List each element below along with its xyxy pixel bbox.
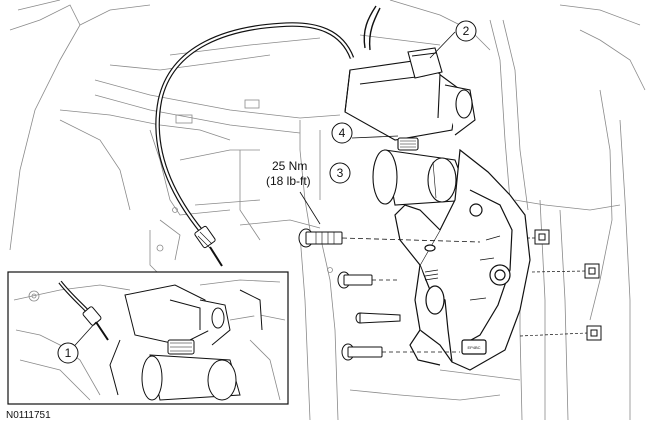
torque-metric: 25 Nm xyxy=(272,159,307,173)
torque-spec-label: 25 Nm (18 lb-ft) xyxy=(266,159,311,188)
bolt-upper xyxy=(298,228,481,248)
torque-imperial: (18 lb-ft) xyxy=(266,174,311,188)
caliper-bracket xyxy=(394,148,531,371)
inset-detail-view xyxy=(7,271,289,405)
bolt-bottom xyxy=(341,343,460,361)
callout-4: 4 xyxy=(331,122,353,144)
bracket-part-marking: EP4BC xyxy=(467,345,480,350)
cable-end-fitting xyxy=(194,225,223,267)
actuator-motor-assembly xyxy=(344,47,476,206)
callout-1: 1 xyxy=(57,342,79,364)
u-nut-clips xyxy=(519,229,602,341)
mounting-bolts xyxy=(298,228,481,361)
callout-number: 4 xyxy=(339,126,346,140)
actuator-cable xyxy=(155,5,381,234)
callout-2: 2 xyxy=(455,20,477,42)
u-nut-bottom xyxy=(519,325,602,341)
figure-id-code: N0111751 xyxy=(6,410,51,421)
bolt-middle-left xyxy=(337,271,400,289)
callout-number: 2 xyxy=(463,24,470,38)
bolt-lower-guide xyxy=(355,312,401,324)
callout-number: 1 xyxy=(65,346,72,360)
u-nut-top xyxy=(527,229,550,245)
callout-3: 3 xyxy=(329,162,351,184)
callout-number: 3 xyxy=(337,166,344,180)
u-nut-middle xyxy=(531,263,600,279)
